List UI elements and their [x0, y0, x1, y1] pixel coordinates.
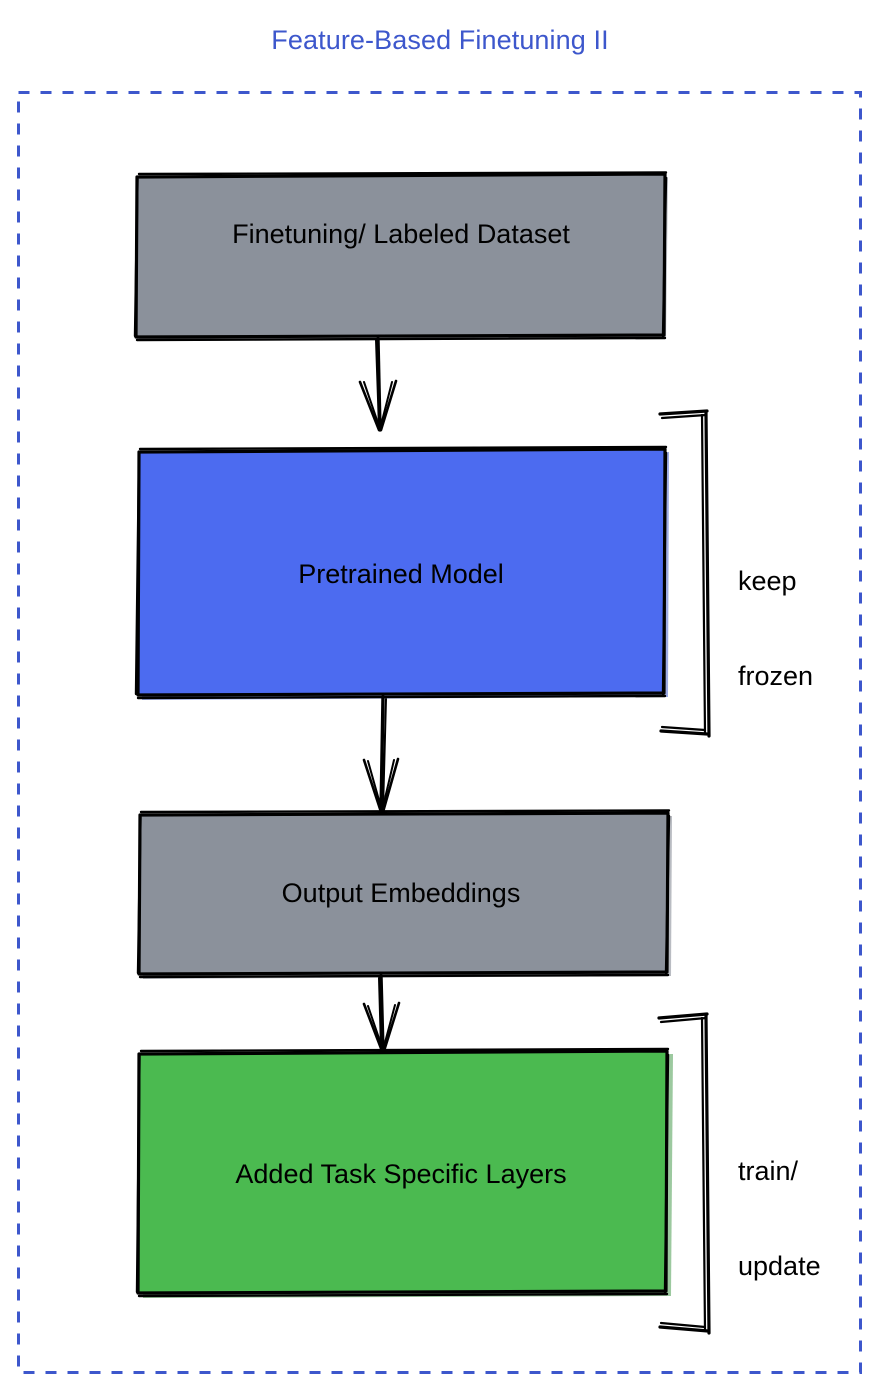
node-layers-fill	[138, 1050, 667, 1294]
arrow-model-to-output	[362, 695, 400, 814]
annotation-train-update-line1: train/	[738, 1155, 799, 1186]
bracket-keep-frozen	[658, 409, 711, 738]
node-model-outline-sketch	[134, 445, 668, 700]
annotation-keep-frozen-line2: frozen	[738, 661, 814, 692]
node-label-model: Pretrained Model	[298, 559, 504, 589]
node-dataset-fill	[136, 174, 665, 338]
node-label-output: Output Embeddings	[281, 878, 521, 908]
node-output-fill	[139, 812, 668, 975]
node-output-outline-sketch	[136, 809, 671, 979]
node-label-layers: Added Task Specific Layers	[235, 1159, 567, 1189]
node-output[interactable]	[136, 809, 672, 980]
page-title: Feature-Based Finetuning II	[271, 25, 609, 55]
arrow-dataset-to-model	[358, 337, 398, 432]
node-dataset[interactable]	[133, 171, 668, 342]
annotation-keep-frozen-line1: keep	[738, 565, 797, 596]
node-model-fill	[138, 449, 666, 696]
bracket-train-update	[657, 1012, 711, 1335]
dashed-container-border	[17, 91, 862, 1374]
arrow-output-to-layers	[362, 974, 401, 1053]
node-layers[interactable]	[135, 1047, 673, 1298]
annotation-keep-frozen: keep frozen	[738, 502, 868, 757]
node-layers-outline-sketch	[135, 1047, 670, 1298]
annotation-train-update: train/ update	[738, 1092, 868, 1347]
node-model[interactable]	[134, 445, 669, 700]
node-dataset-outline-sketch	[133, 171, 668, 342]
node-label-dataset: Finetuning/ Labeled Dataset	[232, 219, 570, 249]
annotation-train-update-line2: update	[738, 1251, 821, 1282]
